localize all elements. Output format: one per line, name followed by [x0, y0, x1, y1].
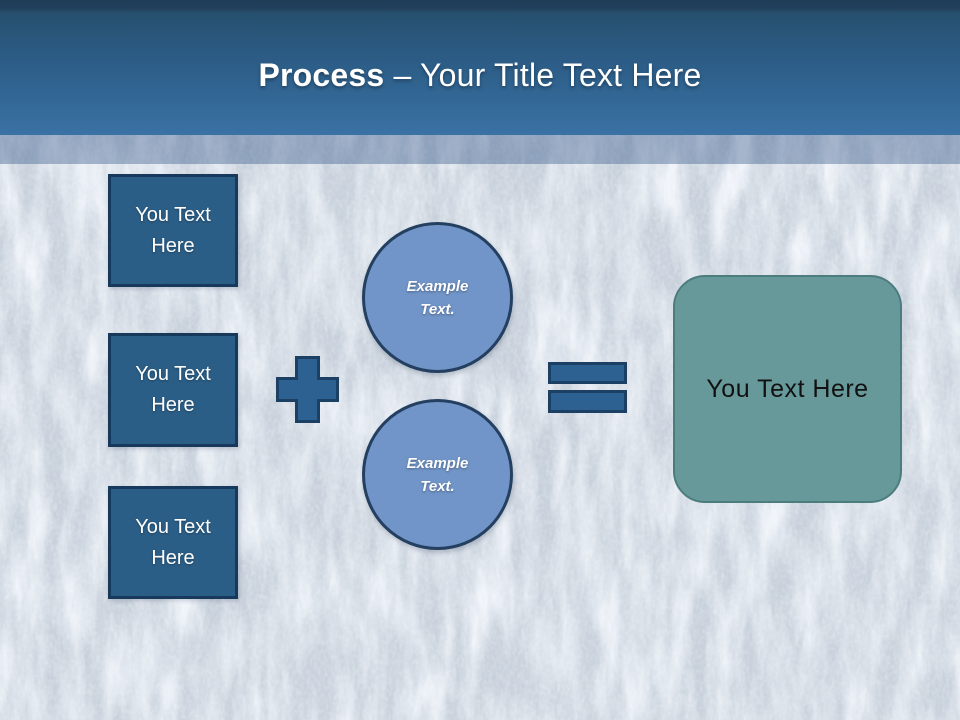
example-circle-label-1: Example Text. — [406, 277, 469, 318]
process-step-label-3: You Text Here — [135, 515, 211, 569]
result-label: You Text Here — [706, 374, 869, 403]
header-accent-band — [0, 135, 960, 164]
process-step-box-2: You Text Here — [108, 333, 238, 447]
slide-title-subtitle: – Your Title Text Here — [384, 57, 702, 93]
process-step-box-3: You Text Here — [108, 486, 238, 599]
example-circle-label-2: Example Text. — [406, 454, 469, 495]
process-step-label-1: You Text Here — [135, 203, 211, 257]
process-step-label-2: You Text Here — [135, 363, 211, 416]
equals-bar-bottom — [548, 390, 627, 413]
slide-title-keyword: Process — [258, 57, 385, 93]
process-step-box-1: You Text Here — [108, 174, 238, 287]
equals-icon — [548, 362, 627, 413]
slide-title: Process – Your Title Text Here — [258, 41, 701, 94]
plus-icon — [276, 356, 339, 428]
title-bar: Process – Your Title Text Here — [0, 0, 960, 135]
example-circle-1: Example Text. — [362, 222, 513, 373]
result-box: You Text Here — [673, 275, 902, 503]
example-circle-2: Example Text. — [362, 399, 513, 550]
equals-bar-top — [548, 362, 627, 384]
